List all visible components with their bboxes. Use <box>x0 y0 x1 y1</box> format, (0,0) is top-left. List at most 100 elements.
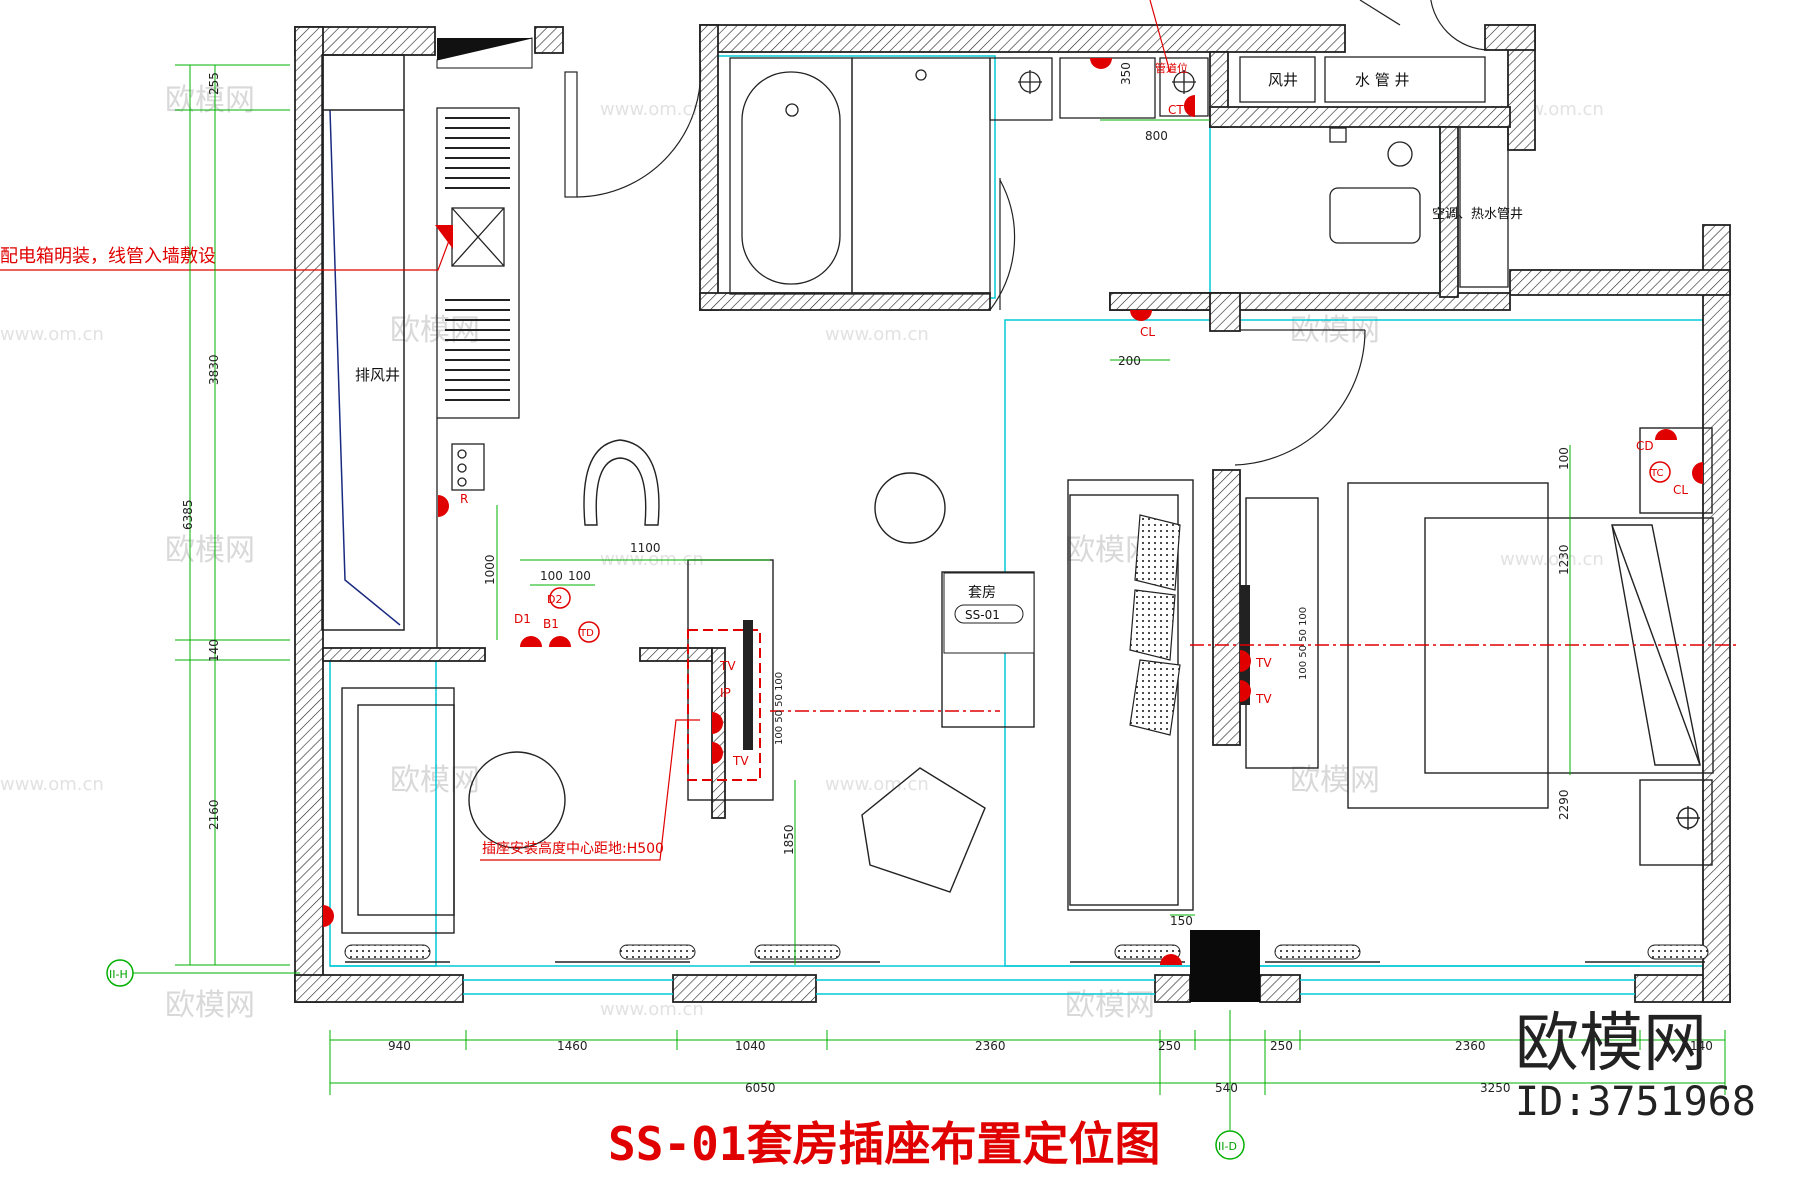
svg-text:TV: TV <box>732 754 749 768</box>
svg-text:CT: CT <box>1168 103 1184 117</box>
socket-tv2: TV <box>712 712 749 768</box>
watermark: 欧模网 <box>165 533 255 568</box>
socket-r: R <box>438 492 468 517</box>
watermark-url: www.om.cn <box>1500 549 1604 570</box>
socket-d2: D2 <box>547 587 571 609</box>
cushions <box>1129 514 1181 736</box>
dim-bottom-2: 1040 <box>735 1039 766 1053</box>
dim-1100: 1100 <box>630 541 661 555</box>
dim-100a: 100 <box>540 569 563 583</box>
kitchen-counter <box>436 107 520 648</box>
hvac-shaft-label: 空调、热水管井 <box>1432 207 1523 222</box>
svg-text:TC: TC <box>1650 468 1664 479</box>
watermark-url: www.om.cn <box>825 324 929 345</box>
socket-tv4: TV <box>1240 680 1272 706</box>
water-shaft-label: 水 管 井 <box>1355 71 1410 89</box>
dim-bottom-5: 250 <box>1270 1039 1293 1053</box>
dim-left-4: 2160 <box>207 799 221 830</box>
dim-left-1: 3830 <box>207 354 221 385</box>
room-code: SS-01 <box>965 608 1000 622</box>
socket-d1: D1 <box>514 612 542 647</box>
socket-tv3: TV <box>1240 650 1272 672</box>
socket-ct: CT <box>1168 95 1195 117</box>
dim-total-2: 3250 <box>1480 1081 1511 1095</box>
dim-2290: 2290 <box>1557 789 1571 820</box>
tv-wall-left <box>687 620 761 781</box>
brand-name: 欧模网 <box>1515 1007 1707 1081</box>
exhaust-shaft <box>321 54 405 631</box>
svg-text:B1: B1 <box>543 617 559 631</box>
svg-text:CD: CD <box>1636 439 1654 453</box>
bathroom-fixtures <box>729 56 1509 295</box>
svg-text:D2: D2 <box>547 593 562 606</box>
socket-tc: TC <box>1649 461 1671 483</box>
svg-text:管道位: 管道位 <box>1155 61 1188 75</box>
watermark-url: www.om.cn <box>0 324 104 345</box>
column <box>1190 930 1260 1002</box>
watermark: 欧模网 <box>165 988 255 1023</box>
curtains <box>344 944 1709 960</box>
dim-1000: 1000 <box>483 554 497 585</box>
exhaust-shaft-label: 排风井 <box>355 366 400 384</box>
dim-left-0: 255 <box>207 72 221 95</box>
axis-left: II-H <box>106 959 134 987</box>
socket-bottom-left <box>323 905 334 927</box>
inner-guides <box>329 55 1726 967</box>
kitchen-vents <box>445 117 510 401</box>
dim-350: 350 <box>1119 62 1133 85</box>
socket-tv1: TV <box>719 659 736 673</box>
watermark: 欧模网 <box>390 763 480 798</box>
watermark: 欧模网 <box>1290 763 1380 798</box>
socket-ip: IP <box>720 686 731 700</box>
dim-bottom-1: 1460 <box>557 1039 588 1053</box>
dim-tv-right: 100 50 50 100 <box>1298 607 1309 680</box>
socket-cl2: CL <box>1673 462 1703 497</box>
socket-panel <box>435 225 453 249</box>
drawing-title: SS-01套房插座布置定位图 <box>608 1117 1160 1171</box>
dim-lines-left <box>130 64 300 974</box>
socket-height-note: 插座安装高度中心距地:H500 <box>482 840 664 857</box>
air-shaft-label: 风井 <box>1268 71 1298 89</box>
dim-total-0: 6050 <box>745 1081 776 1095</box>
panel-note: 配电箱明装，线管入墙敷设 <box>0 246 216 267</box>
svg-text:TV: TV <box>1255 656 1272 670</box>
svg-text:IP: IP <box>720 686 731 700</box>
socket-b1: B1 <box>543 617 571 647</box>
svg-text:TV: TV <box>1255 692 1272 706</box>
inner-dim-lines <box>496 119 1571 965</box>
watermark-url: www.om.cn <box>825 774 929 795</box>
dim-1850: 1850 <box>782 824 796 855</box>
svg-text:TD: TD <box>579 628 594 639</box>
svg-text:R: R <box>460 492 468 506</box>
dim-bottom-0: 940 <box>388 1039 411 1053</box>
dim-tv-left: 100 50 50 100 <box>774 672 785 745</box>
socket-cd: CD <box>1636 429 1677 453</box>
dim-lines-bottom <box>329 1010 1726 1130</box>
dim-total-1: 540 <box>1215 1081 1238 1095</box>
svg-text:TV: TV <box>719 659 736 673</box>
leaders <box>0 0 1171 861</box>
brand-id: ID:3751968 <box>1515 1079 1756 1125</box>
svg-text:D1: D1 <box>514 612 531 626</box>
watermark-url: www.om.cn <box>600 999 704 1020</box>
structure <box>436 37 1635 1002</box>
doors <box>564 0 1491 466</box>
dim-bottom-3: 2360 <box>975 1039 1006 1053</box>
living-furniture <box>341 427 1714 934</box>
dim-bottom-6: 2360 <box>1455 1039 1486 1053</box>
room-tag: 套房 SS-01 <box>943 572 1035 654</box>
dim-100r: 100 <box>1557 447 1571 470</box>
svg-text:CL: CL <box>1140 325 1155 339</box>
dim-left-3: 140 <box>207 639 221 662</box>
watermark-url: www.om.cn <box>0 774 104 795</box>
watermark-url: www.om.cn <box>600 99 704 120</box>
dim-100b: 100 <box>568 569 591 583</box>
dim-800: 800 <box>1145 129 1168 143</box>
sockets: R D1 B1 D2 TD TV IP TV <box>323 58 1703 965</box>
watermark: 欧模网 <box>165 83 255 118</box>
room-name: 套房 <box>968 585 996 601</box>
dim-1230: 1230 <box>1557 544 1571 575</box>
watermarks: 欧模网 欧模网 欧模网 欧模网 欧模网 欧模网 欧模网 欧模网 欧模网 www.… <box>0 83 1604 1023</box>
walls <box>294 24 1731 1003</box>
